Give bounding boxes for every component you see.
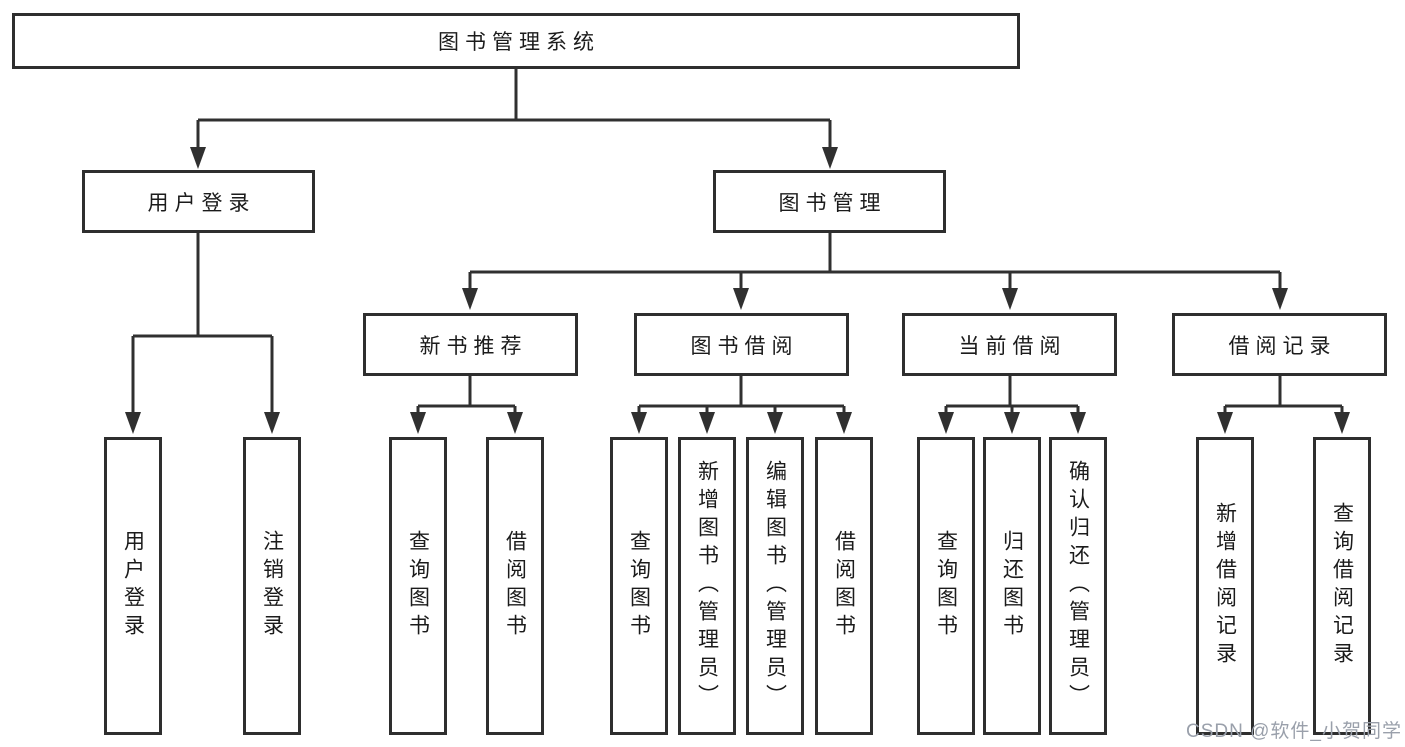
node-label: 查询借阅记录 bbox=[1330, 502, 1354, 670]
node-label: 新增图书（管理员） bbox=[695, 460, 719, 712]
leaf-query-borrow-record: 查询借阅记录 bbox=[1313, 437, 1371, 735]
arrow-down-icon bbox=[1004, 412, 1020, 434]
arrow-down-icon bbox=[1070, 412, 1086, 434]
node-system-root: 图书管理系统 bbox=[12, 13, 1020, 69]
node-label: 图书借阅 bbox=[690, 334, 799, 358]
node-new-book-recommend: 新书推荐 bbox=[363, 313, 578, 376]
arrow-down-icon bbox=[699, 412, 715, 434]
node-current-borrowing: 当前借阅 bbox=[902, 313, 1117, 376]
arrow-down-icon bbox=[190, 147, 206, 169]
leaf-edit-books-admin: 编辑图书（管理员） bbox=[746, 437, 804, 735]
node-label: 用户登录 bbox=[147, 191, 256, 215]
leaf-add-borrow-record: 新增借阅记录 bbox=[1196, 437, 1254, 735]
node-label: 注销登录 bbox=[260, 530, 284, 642]
arrow-down-icon bbox=[507, 412, 523, 434]
node-label: 新书推荐 bbox=[419, 334, 528, 358]
arrow-down-icon bbox=[1272, 288, 1288, 310]
leaf-borrow-books-recommend: 借阅图书 bbox=[486, 437, 544, 735]
node-label: 新增借阅记录 bbox=[1213, 502, 1237, 670]
arrow-down-icon bbox=[822, 147, 838, 169]
arrow-down-icon bbox=[1334, 412, 1350, 434]
leaf-add-books-admin: 新增图书（管理员） bbox=[678, 437, 736, 735]
arrow-down-icon bbox=[264, 412, 280, 434]
arrow-down-icon bbox=[462, 288, 478, 310]
node-label: 查询图书 bbox=[406, 530, 430, 642]
leaf-return-books: 归还图书 bbox=[983, 437, 1041, 735]
csdn-watermark: CSDN @软件_小贺同学 bbox=[1186, 721, 1402, 742]
node-label: 借阅图书 bbox=[503, 530, 527, 642]
node-label: 查询图书 bbox=[934, 530, 958, 642]
node-label: 用户登录 bbox=[121, 530, 145, 642]
node-label: 图书管理 bbox=[778, 191, 887, 215]
node-label: 借阅图书 bbox=[832, 530, 856, 642]
arrow-down-icon bbox=[1002, 288, 1018, 310]
arrow-down-icon bbox=[410, 412, 426, 434]
arrow-down-icon bbox=[1217, 412, 1233, 434]
arrowheads bbox=[125, 147, 1350, 434]
node-label: 借阅记录 bbox=[1228, 334, 1337, 358]
arrow-down-icon bbox=[836, 412, 852, 434]
node-book-borrowing: 图书借阅 bbox=[634, 313, 849, 376]
arrow-down-icon bbox=[125, 412, 141, 434]
arrow-down-icon bbox=[938, 412, 954, 434]
node-label: 当前借阅 bbox=[958, 334, 1067, 358]
leaf-borrow-books-borrowing: 借阅图书 bbox=[815, 437, 873, 735]
leaf-user-login: 用户登录 bbox=[104, 437, 162, 735]
node-book-management: 图书管理 bbox=[713, 170, 946, 233]
node-user-login: 用户登录 bbox=[82, 170, 315, 233]
leaf-confirm-return-admin: 确认归还（管理员） bbox=[1049, 437, 1107, 735]
node-label: 归还图书 bbox=[1000, 530, 1024, 642]
arrow-down-icon bbox=[631, 412, 647, 434]
leaf-query-books-recommend: 查询图书 bbox=[389, 437, 447, 735]
node-label: 查询图书 bbox=[627, 530, 651, 642]
arrow-down-icon bbox=[733, 288, 749, 310]
leaf-logout: 注销登录 bbox=[243, 437, 301, 735]
leaf-query-books-borrowing: 查询图书 bbox=[610, 437, 668, 735]
leaf-query-books-current: 查询图书 bbox=[917, 437, 975, 735]
node-label: 图书管理系统 bbox=[438, 31, 600, 54]
node-label: 确认归还（管理员） bbox=[1066, 460, 1090, 712]
arrow-down-icon bbox=[767, 412, 783, 434]
node-label: 编辑图书（管理员） bbox=[763, 460, 787, 712]
node-borrowing-records: 借阅记录 bbox=[1172, 313, 1387, 376]
